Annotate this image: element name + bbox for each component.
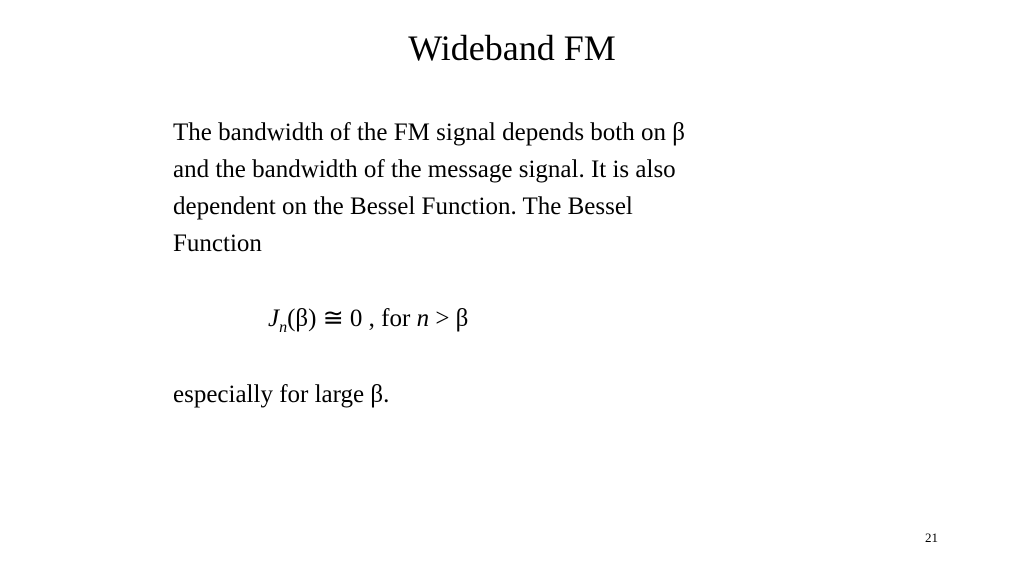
equation-symbol: J — [268, 305, 280, 332]
page-number: 21 — [925, 530, 938, 545]
closing-text: especially for large β. — [173, 381, 390, 408]
body-paragraph: The bandwidth of the FM signal depends b… — [173, 114, 873, 262]
paragraph-line-2: and the bandwidth of the message signal.… — [173, 156, 676, 183]
paragraph-line-1: The bandwidth of the FM signal depends b… — [173, 119, 685, 146]
equation-argument: (β) ≅ 0 , for — [287, 305, 417, 332]
bessel-equation: Jn(β) ≅ 0 , for n > β — [268, 300, 468, 340]
paragraph-line-3: dependent on the Bessel Function. The Be… — [173, 193, 633, 220]
equation-subscript: n — [279, 319, 288, 336]
equation-variable: n — [416, 305, 430, 332]
slide-title: Wideband FM — [408, 28, 616, 68]
equation-condition: > β — [429, 305, 469, 332]
paragraph-line-4: Function — [173, 230, 262, 257]
